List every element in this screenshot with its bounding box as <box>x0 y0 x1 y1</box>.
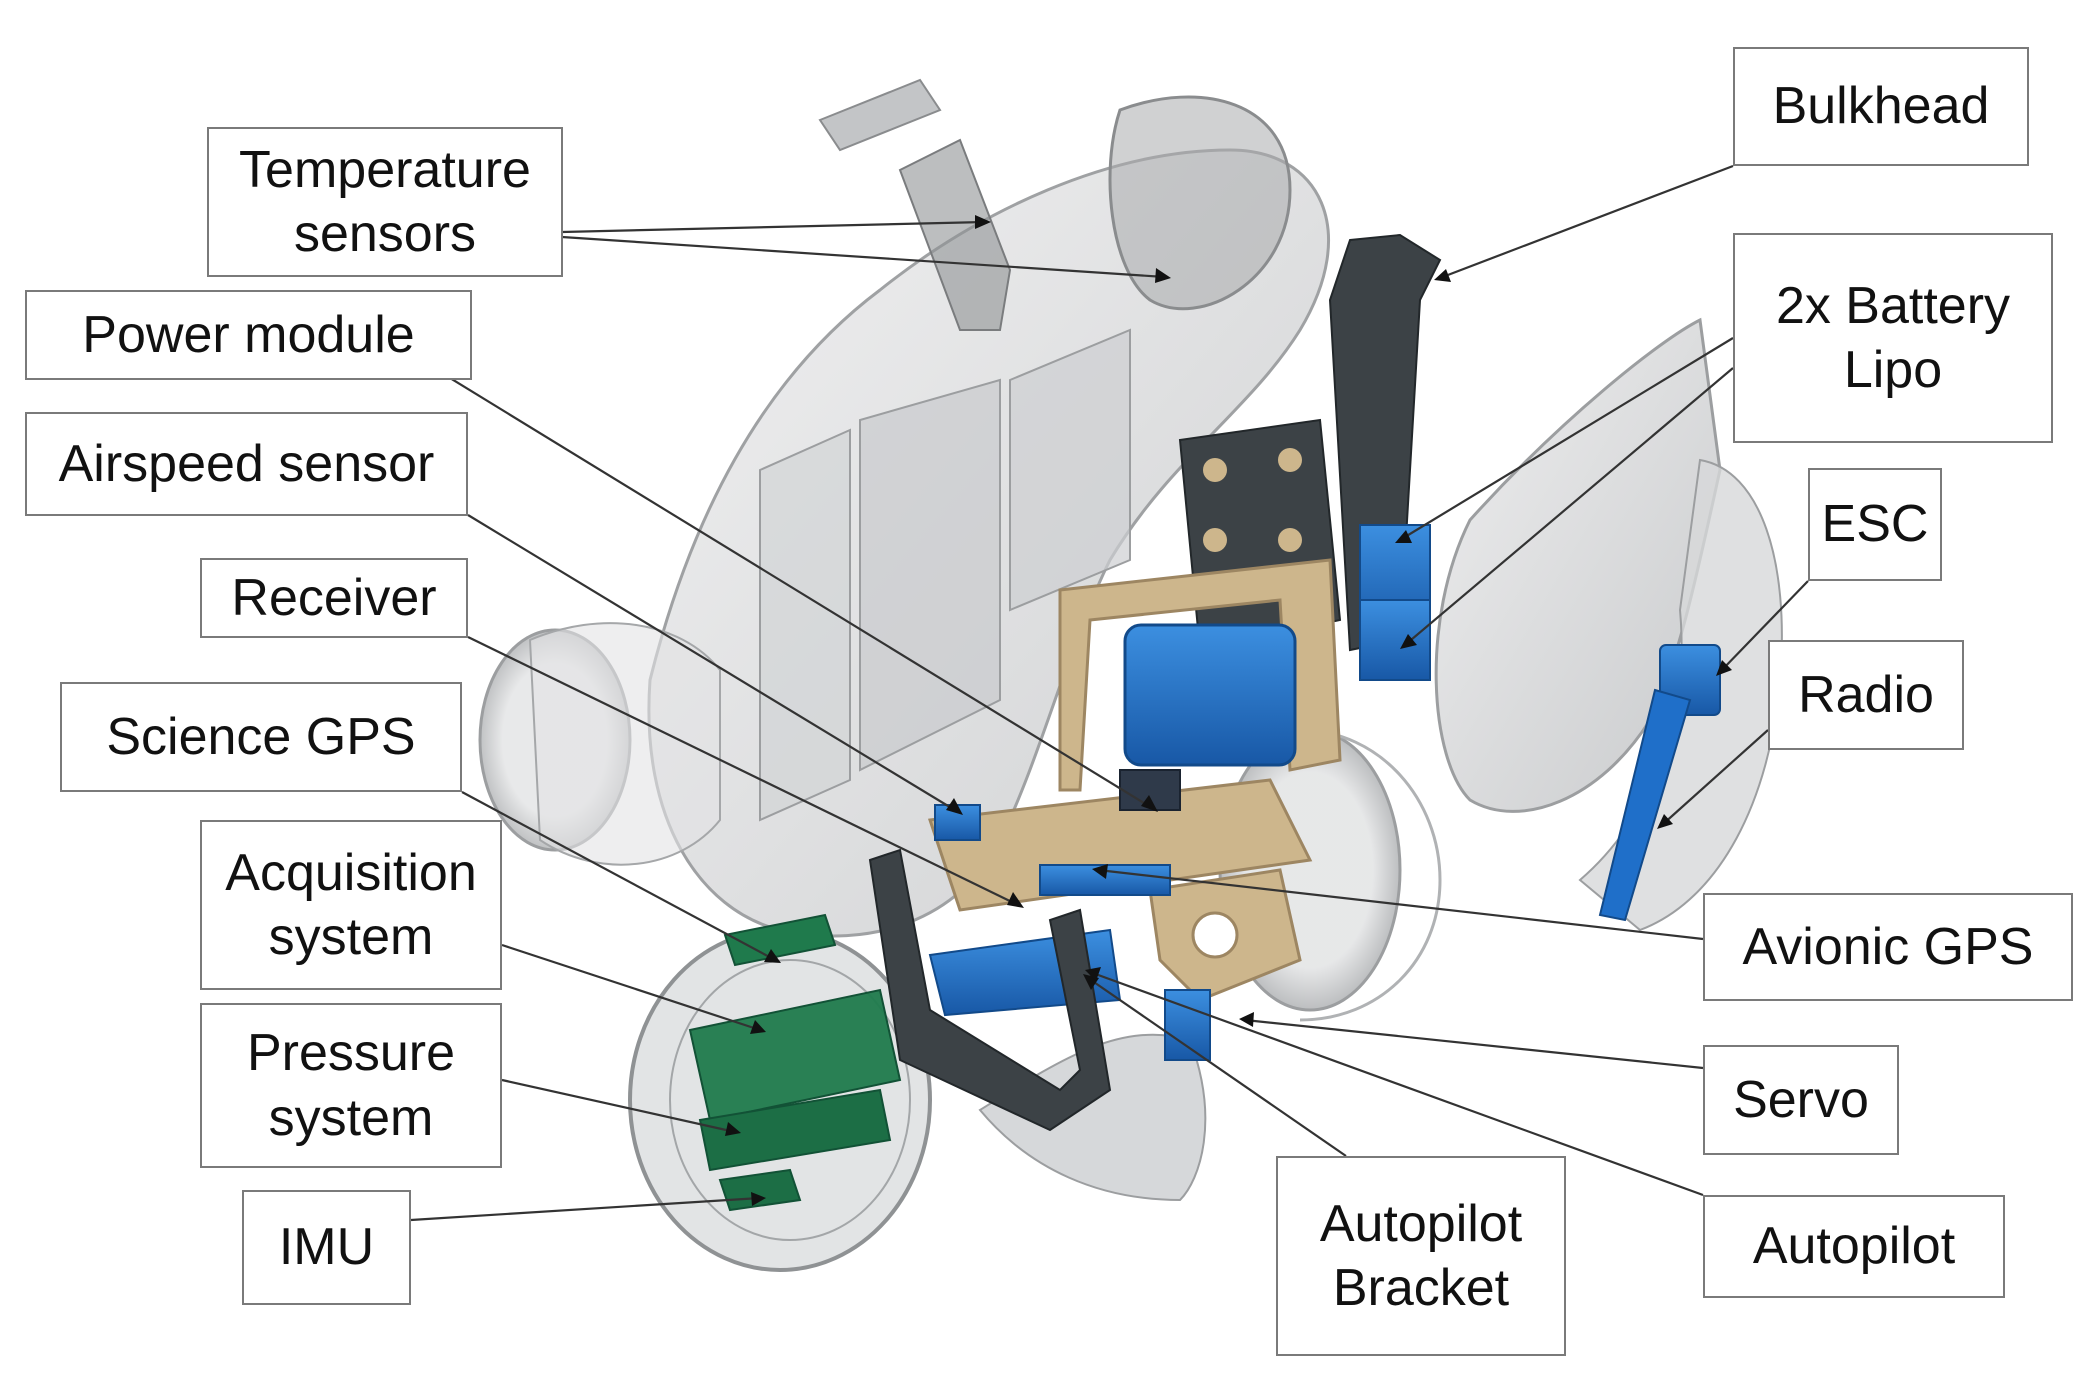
label-servo-text: Servo <box>1733 1070 1869 1129</box>
radio-antenna <box>1598 688 1692 922</box>
label-autopilot: Autopilot <box>1703 1195 2005 1298</box>
arrowhead-science-gps <box>764 949 781 963</box>
label-pressure-system-line-1: Pressure <box>246 1024 456 1083</box>
leader-radio <box>1661 729 1769 826</box>
arrowhead-pressure <box>725 1122 741 1136</box>
label-acquisition-system-line-2: system <box>268 908 434 966</box>
label-acquisition-system-line-1: Acquisition <box>225 843 477 902</box>
label-airspeed-sensor-text: Airspeed sensor <box>58 434 435 493</box>
arrowhead-temperature-2 <box>1155 268 1171 283</box>
sensor-mast <box>898 138 1012 331</box>
leader-receiver <box>467 636 1019 906</box>
leader-arrowheads <box>725 215 1732 1206</box>
leader-lines <box>410 164 1809 1222</box>
label-power-module-text: Power module <box>82 305 415 364</box>
science-gps-board <box>723 913 837 967</box>
label-esc-text: ESC <box>1821 495 1929 554</box>
leader-power-module <box>449 377 1153 809</box>
arrowhead-servo <box>1239 1012 1254 1027</box>
label-autopilot-bracket-line-1: Autopilot <box>1319 1194 1523 1253</box>
label-temperature-sensors-line-1: Temperature <box>239 140 531 199</box>
label-receiver: Receiver <box>200 558 468 638</box>
arrowhead-receiver <box>1007 892 1024 908</box>
nose-bay <box>628 913 932 1272</box>
label-autopilot-bracket-line-2: Bracket <box>1332 1259 1510 1317</box>
leader-temperature-1 <box>561 220 986 234</box>
arrowhead-power-module <box>1141 795 1158 812</box>
label-avionic-gps-text: Avionic GPS <box>1742 917 2034 976</box>
leader-battery-2 <box>1404 367 1734 646</box>
leader-temperature-2 <box>561 235 1166 279</box>
leader-airspeed <box>467 514 959 813</box>
leader-servo <box>1244 1018 1704 1070</box>
leader-science-gps <box>461 791 776 961</box>
battery-lower <box>1359 599 1431 681</box>
arrowhead-bulkhead <box>1434 269 1451 282</box>
label-radio-text: Radio <box>1798 665 1934 724</box>
label-2x-battery-lipo-line-2: Lipo <box>1843 341 1943 399</box>
label-avionic-gps: Avionic GPS <box>1703 893 2073 1001</box>
label-bulkhead-text: Bulkhead <box>1772 77 1990 136</box>
leader-acquisition <box>501 943 761 1032</box>
label-servo: Servo <box>1703 1045 1899 1155</box>
leader-esc <box>1719 580 1809 673</box>
arrowhead-acquisition <box>750 1020 766 1034</box>
label-imu-text: IMU <box>278 1218 375 1277</box>
bulkhead-part <box>1328 233 1442 652</box>
tan-frame <box>1058 558 1342 792</box>
leader-avionic-gps <box>1097 868 1704 941</box>
arrowhead-battery-1 <box>1395 530 1412 543</box>
label-airspeed-sensor: Airspeed sensor <box>25 412 468 516</box>
label-radio: Radio <box>1768 640 1964 750</box>
acquisition-board <box>688 988 902 1122</box>
arrowhead-esc <box>1716 660 1732 676</box>
label-autopilot-text: Autopilot <box>1752 1217 1956 1276</box>
label-pressure-system-line-2: system <box>268 1088 434 1147</box>
leader-autopilot <box>1089 970 1704 1197</box>
label-imu: IMU <box>242 1190 411 1305</box>
pressure-board <box>698 1088 892 1172</box>
avionics-assembly <box>868 233 1721 1132</box>
arrowhead-autopilot <box>1085 967 1101 981</box>
leader-autopilot-bracket <box>1087 977 1347 1157</box>
label-bulkhead: Bulkhead <box>1733 47 2029 166</box>
fuselage-shell <box>478 78 1783 1202</box>
leader-battery-1 <box>1399 337 1734 541</box>
arrowhead-airspeed <box>946 798 963 815</box>
label-receiver-text: Receiver <box>231 568 437 627</box>
arrowhead-temperature-1 <box>975 215 991 229</box>
label-2x-battery-lipo: 2x Battery Lipo <box>1733 233 2053 443</box>
label-autopilot-bracket: Autopilot Bracket <box>1276 1156 1566 1356</box>
label-science-gps-text: Science GPS <box>106 707 416 766</box>
label-science-gps: Science GPS <box>60 682 462 792</box>
label-2x-battery-lipo-line-1: 2x Battery <box>1775 276 2011 335</box>
leader-pressure <box>501 1078 736 1134</box>
arrowhead-imu <box>751 1192 766 1206</box>
label-pressure-system: Pressure system <box>200 1003 502 1168</box>
battery-block <box>1123 623 1297 767</box>
leader-bulkhead <box>1439 164 1734 280</box>
arrowhead-radio <box>1657 814 1673 829</box>
label-acquisition-system: Acquisition system <box>200 820 502 990</box>
label-esc: ESC <box>1808 468 1942 581</box>
label-temperature-sensors: Temperature sensors <box>207 127 563 277</box>
arrowhead-battery-2 <box>1400 634 1417 649</box>
leader-imu <box>410 1196 761 1222</box>
label-temperature-sensors-line-2: sensors <box>293 205 477 263</box>
arrowhead-avionic-gps <box>1092 864 1108 879</box>
autopilot-bracket-part <box>868 848 1112 1132</box>
tail-boom <box>1108 95 1292 311</box>
label-power-module: Power module <box>25 290 472 380</box>
